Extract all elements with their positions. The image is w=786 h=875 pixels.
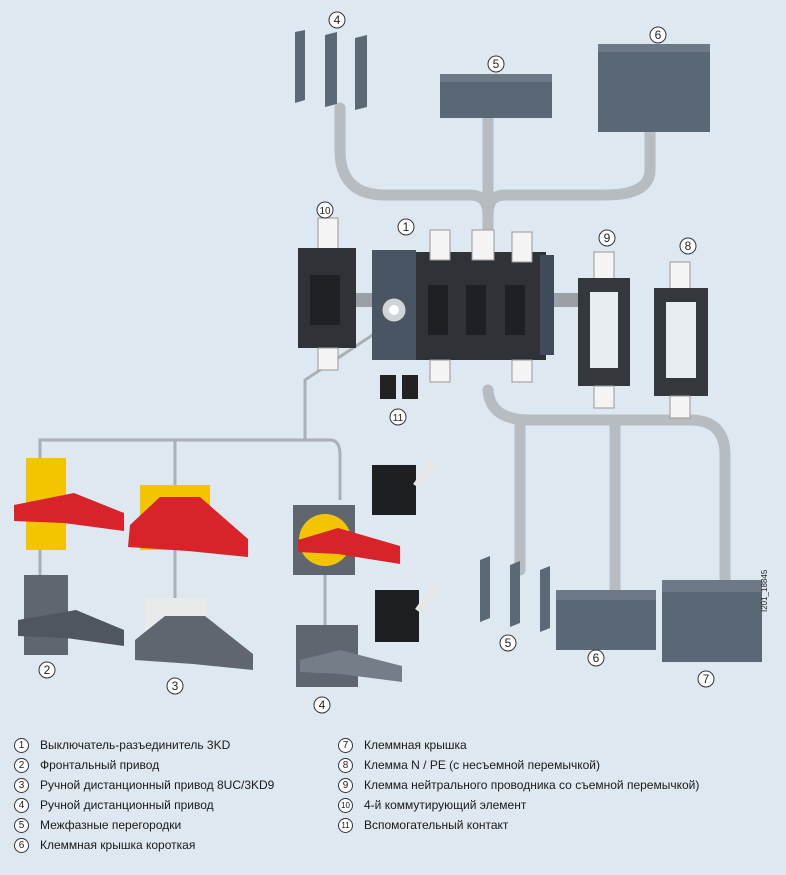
callout-7: 7 [703,672,710,686]
callout-2: 2 [44,663,51,677]
remote-manual-mechanism [293,505,402,687]
callout-markers: 4 5 6 10 1 9 8 11 2 3 4 5 6 7 [38,11,715,714]
rotary-knob-modules [372,459,439,642]
phase-barriers-top [295,30,367,110]
terminal-cover-top [598,44,710,132]
terminal-cover [662,580,762,662]
callout-5-bottom: 5 [505,636,512,650]
connector-wires [38,318,396,625]
callout-9: 9 [604,231,611,245]
figure-code: I201_18845 [760,569,769,612]
terminal-cover-short-top [440,74,552,118]
callout-8: 8 [685,239,692,253]
neutral-terminal-removable [578,251,630,409]
callout-4-bottom: 4 [319,698,326,712]
callout-5-top: 5 [493,57,500,71]
exploded-assembly-diagram: 4 5 6 10 1 9 8 11 2 3 4 5 6 7 [14,11,762,714]
callout-4-top: 4 [334,13,341,27]
callout-1: 1 [403,220,410,234]
callout-3: 3 [172,679,179,693]
remote-manual-mechanism-8uc [128,485,253,670]
phase-barriers-bottom [480,556,550,632]
front-operating-mechanism [14,458,124,655]
switch-disconnector-3kd [372,229,554,383]
terminal-cover-short-bottom [556,590,656,650]
callout-6-bottom: 6 [593,651,600,665]
callout-6-top: 6 [655,28,662,42]
connector-pipes [334,102,731,606]
npe-terminal [654,261,708,419]
auxiliary-contacts [380,375,418,399]
callout-11: 11 [393,413,404,424]
fourth-switching-element [298,217,356,371]
callout-10: 10 [319,206,331,217]
